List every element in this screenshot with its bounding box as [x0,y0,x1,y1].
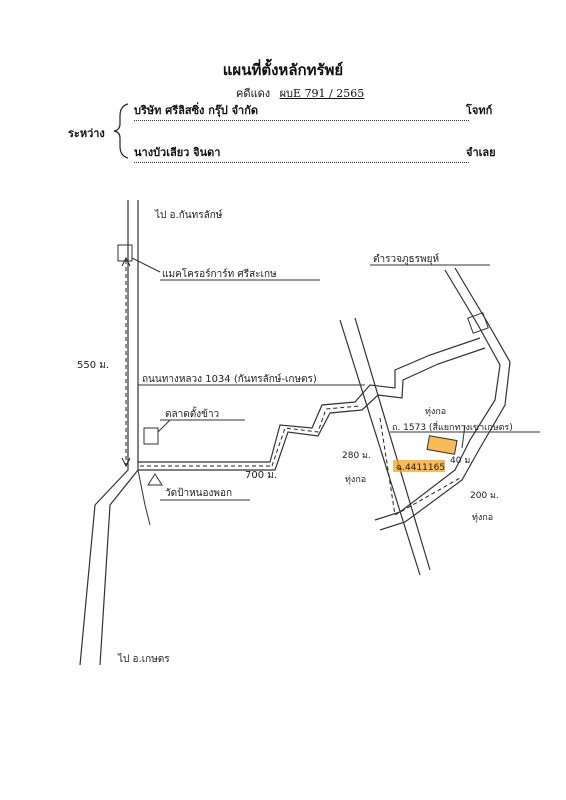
junction-2-label: ทุ่งกอ [345,475,366,485]
cross-road-west [339,319,421,576]
document-title: แผนที่ตั้งหลักทรัพย์ [222,61,344,79]
arrow-up-icon [121,256,131,267]
junction-3-label: ทุ่งกอ [472,513,493,523]
plaintiff-name: บริษัท ศรีลิสซิ่ง กรุ๊ป จำกัด [134,101,469,121]
market-label: ตลาดตั้งข้าว [165,406,219,420]
side-road [137,469,151,526]
main-road-right-edge [99,200,139,666]
dist-550-label: 550 ม. [77,360,109,371]
dist-40-label: 40 ม. [450,456,473,466]
arrow-down-icon [121,457,131,468]
makro-box [117,244,133,262]
police-box [467,312,489,334]
brace-mark [113,103,129,159]
plaintiff-role: โจทก์ [466,104,493,117]
dist-200-label: 200 ม. [470,491,499,501]
property-id-label: ฉ.4411165 [396,463,445,473]
road-1573-edge-a [374,269,501,521]
highway-north-edge [138,337,481,463]
road-1573-edge-b [379,267,511,531]
cross-road-east [354,317,431,571]
market-box [143,427,159,445]
measure-280-line [379,417,396,516]
market-pointer [157,419,171,433]
police-label: ตำรวจภูธรพยุห์ [373,253,439,265]
to-north-label: ไป อ.กันทรลักษ์ [154,209,223,221]
between-label: ระหว่าง [68,127,105,140]
road-1573-label: ถ. 1573 (สี่แยกทางเขาเกษตร) [392,420,513,433]
temple-label: วัดป้าหนองพอก [165,487,232,499]
case-line: คดีแดง ผบE 791 / 2565 [236,84,364,102]
makro-label: แมคโครอร์การ์ท ศรีสะเกษ [162,267,277,280]
property-pointer [461,424,466,449]
property-id-highlight [393,460,445,472]
measure-200-line [394,477,461,516]
dist-700-label: 700 ม. [245,470,277,481]
highway-label: ถนนทางหลวง 1034 (กันทรลักษ์-เกษตร) [142,373,317,385]
defendant-role: จำเลย [466,146,496,159]
case-label: คดีแดง [236,87,271,100]
main-road-left-edge [79,200,129,666]
measure-route-line [271,405,361,467]
makro-pointer [131,257,161,273]
property-plot [426,435,458,455]
dist-280-label: 280 ม. [342,451,371,461]
highway-south-edge [138,347,486,471]
temple-icon [147,473,163,486]
defendant-name: นางบัวเลียว จินดา [134,143,469,163]
junction-1-label: ทุ่งกอ [425,407,446,417]
to-south-label: ไป อ.เกษตร [117,653,170,665]
case-number: ผบE 791 / 2565 [279,87,365,100]
